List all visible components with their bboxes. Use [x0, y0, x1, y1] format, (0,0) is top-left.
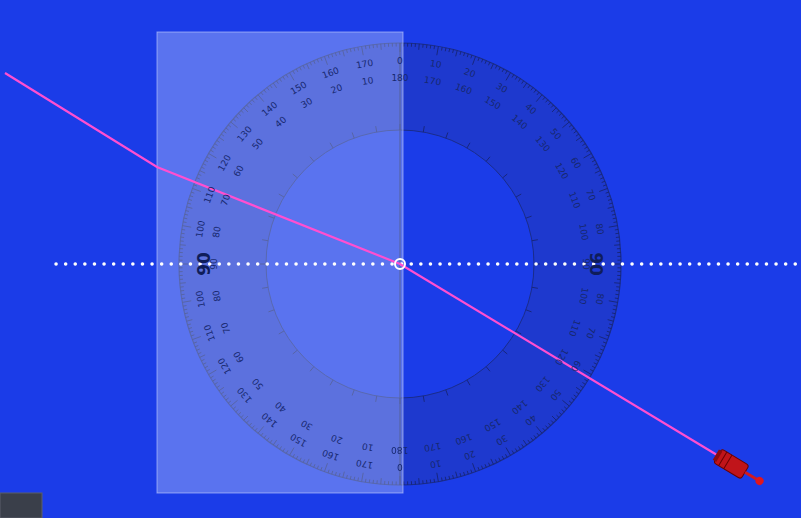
normal-line: [56, 262, 800, 266]
angle-number: 110: [567, 191, 582, 211]
angle-number: 50: [548, 126, 563, 141]
angle-number: 0: [397, 56, 403, 66]
angle-number: 160: [321, 447, 341, 462]
angle-number: 20: [329, 83, 343, 96]
angle-number: 30: [494, 433, 509, 447]
laser-pointer: [712, 448, 767, 490]
angle-number: 170: [423, 441, 442, 454]
angle-number: 150: [483, 94, 503, 111]
angle-number: 180: [391, 445, 408, 455]
angle-number: 170: [355, 58, 374, 71]
angle-number: 100: [577, 222, 590, 241]
angle-number: 40: [273, 114, 288, 129]
angle-number: 120: [216, 356, 233, 376]
angle-number: 100: [194, 219, 207, 238]
angle-number: 10: [361, 441, 374, 453]
angle-number: 150: [289, 80, 309, 97]
angle-number: 0: [397, 462, 403, 472]
angle-number: 20: [329, 432, 343, 445]
angle-number: 120: [552, 161, 569, 181]
laser-beam: [5, 73, 722, 458]
angle-number: 130: [235, 124, 254, 144]
angle-number: 60: [569, 358, 583, 373]
angle-number: 140: [260, 99, 280, 118]
angle-number: 160: [454, 431, 474, 446]
angle-number: 110: [202, 324, 217, 344]
angle-number: 70: [584, 326, 597, 340]
angle-number: 10: [361, 75, 374, 87]
angle-number: 70: [219, 193, 232, 207]
angle-number: 30: [494, 81, 509, 95]
angle-number: 140: [510, 397, 530, 416]
angle-number: 60: [232, 350, 246, 365]
angle-number: 140: [260, 410, 280, 429]
angle-number: 50: [250, 137, 265, 152]
corner-panel: [0, 493, 42, 518]
angle-number: 130: [533, 374, 552, 394]
angle-number: 150: [483, 416, 503, 433]
angle-number: 170: [355, 457, 374, 470]
angle-number: 90: [209, 258, 219, 269]
angle-number: 70: [219, 321, 232, 335]
angle-number: 50: [548, 387, 563, 402]
angle-number: 80: [211, 290, 223, 303]
angle-number: 20: [462, 67, 476, 80]
angle-number: 40: [523, 101, 538, 116]
angle-number: 10: [429, 58, 442, 70]
center-marker: [395, 259, 405, 269]
angle-number: 110: [567, 318, 582, 338]
angle-number: 180: [391, 73, 408, 83]
angle-number: 60: [569, 155, 583, 170]
angle-number: 70: [584, 188, 597, 202]
angle-number: 60: [232, 164, 246, 179]
angle-number: 40: [273, 399, 288, 414]
angle-number: 50: [250, 376, 265, 391]
angle-number: 30: [300, 96, 315, 110]
angle-number: 10: [429, 458, 442, 470]
angle-number: 140: [510, 112, 530, 131]
angle-number: 150: [289, 431, 309, 448]
angle-number: 80: [594, 222, 606, 235]
angle-number: 160: [321, 66, 341, 81]
angle-number: 80: [211, 225, 223, 238]
angle-number: 90: [581, 258, 591, 269]
angle-number: 130: [533, 135, 552, 155]
angle-number: 160: [454, 82, 474, 97]
angle-number: 120: [552, 347, 569, 367]
angle-number: 100: [194, 290, 207, 309]
angle-number: 100: [577, 287, 590, 306]
glass-block: [157, 32, 403, 493]
angle-number: 20: [462, 448, 476, 461]
angle-number: 30: [300, 418, 315, 432]
angle-number: 130: [235, 385, 254, 405]
angle-number: 40: [523, 412, 538, 427]
angle-number: 120: [216, 153, 233, 173]
angle-number: 170: [423, 74, 442, 87]
angle-number: 110: [202, 185, 217, 205]
angle-number: 80: [594, 293, 606, 306]
